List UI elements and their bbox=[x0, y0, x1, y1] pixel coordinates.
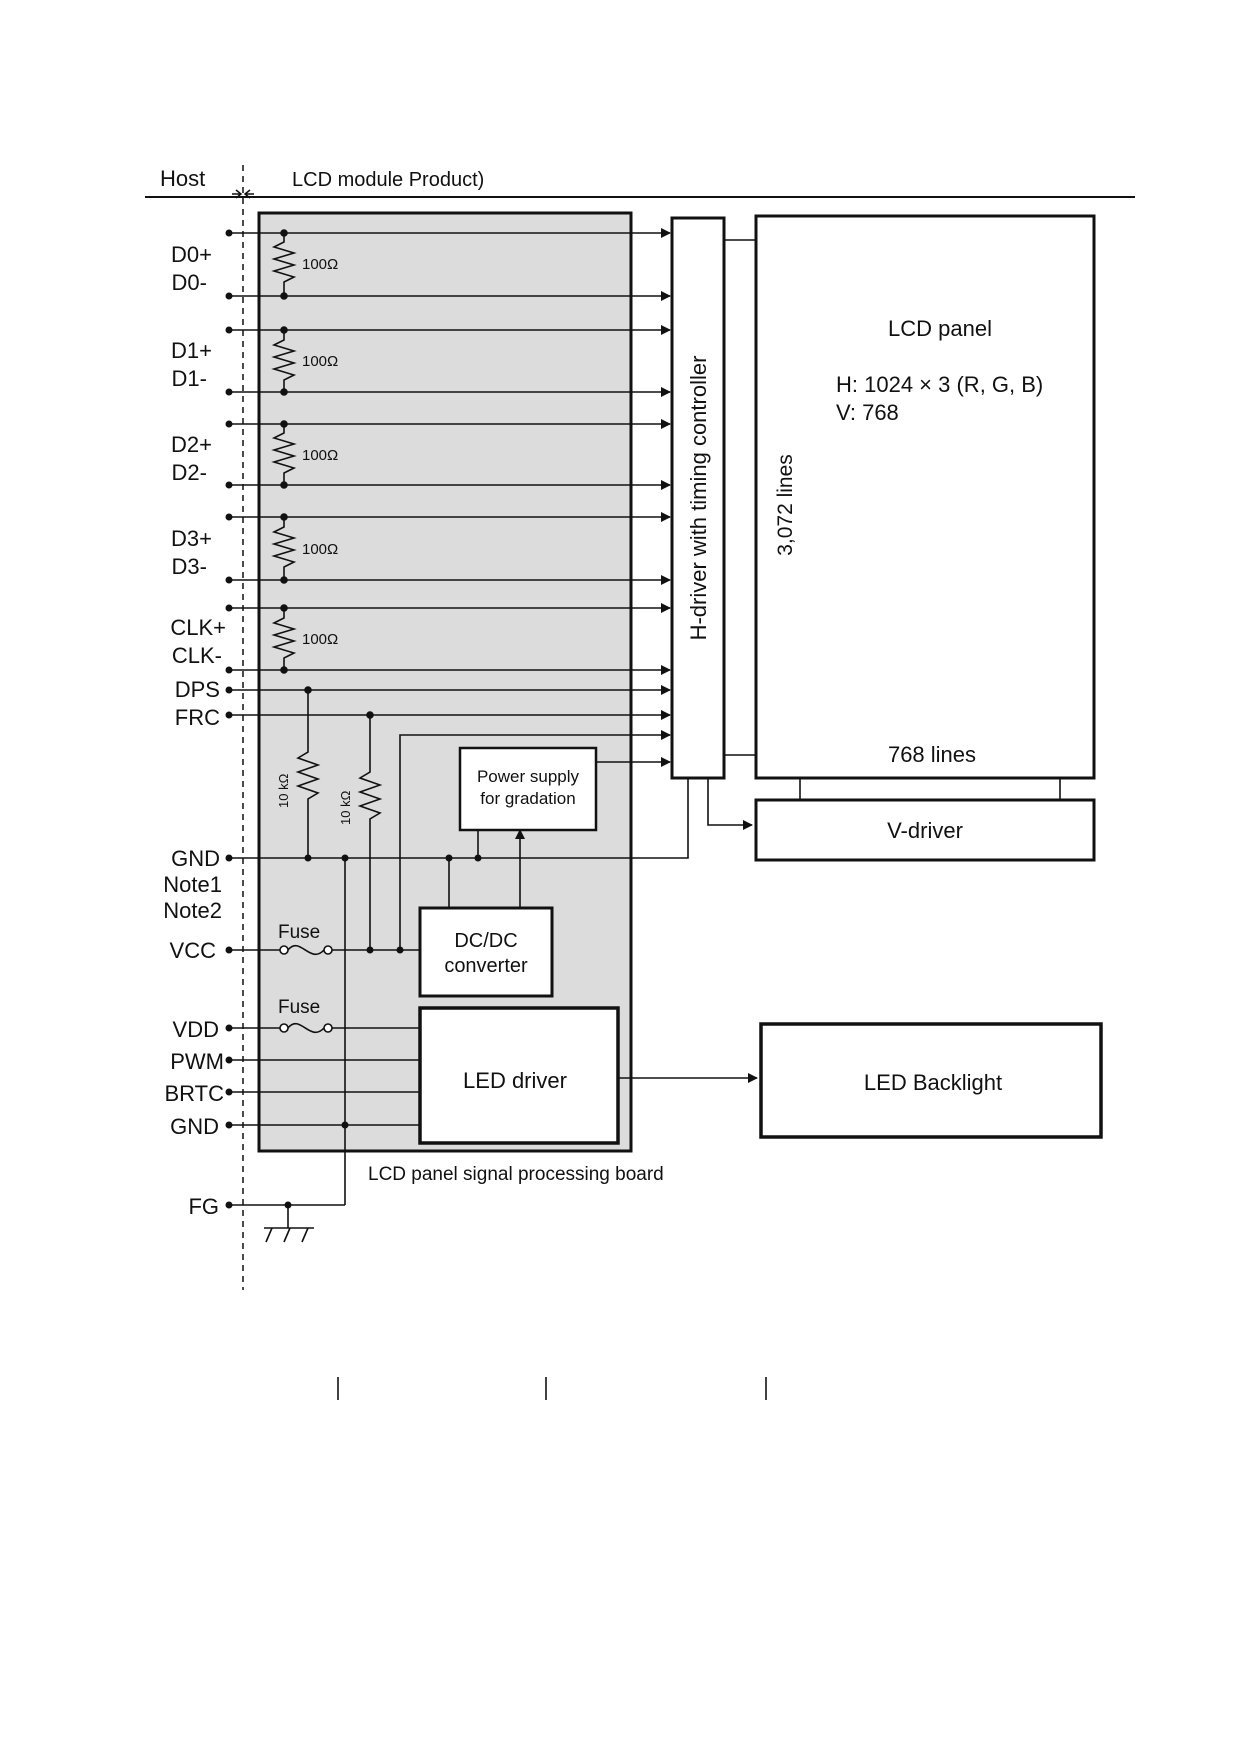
lcd-panel-block bbox=[754, 214, 1096, 780]
pin-brtc: BRTC bbox=[165, 1081, 225, 1106]
termination-resistors bbox=[271, 229, 297, 674]
lcd-panel-title: LCD panel bbox=[888, 316, 992, 341]
pin-d0n: D0- bbox=[172, 270, 207, 295]
led-driver-label: LED driver bbox=[463, 1068, 567, 1093]
pin-d0p: D0+ bbox=[171, 242, 212, 267]
led-backlight-block bbox=[759, 1022, 1103, 1139]
fuse-vdd-icon bbox=[287, 1022, 325, 1034]
scan-marks bbox=[337, 1377, 767, 1400]
fuse-vdd-label: Fuse bbox=[278, 997, 320, 1018]
resistor-d0-value: 100Ω bbox=[302, 256, 338, 273]
pin-clkn: CLK- bbox=[172, 643, 222, 668]
fuse-vdd-terminal-right bbox=[323, 1023, 333, 1033]
pin-gnd2: GND bbox=[170, 1114, 219, 1139]
resistor-d1 bbox=[271, 326, 297, 396]
boundary-arrow-left bbox=[232, 189, 243, 199]
fuse-vcc-label: Fuse bbox=[278, 922, 320, 943]
resistor-d2-value: 100Ω bbox=[302, 447, 338, 464]
gnd-junctions bbox=[304, 854, 482, 862]
pin-note1: Note1 bbox=[163, 872, 222, 897]
hdriver-panel-links bbox=[707, 239, 1061, 830]
pin-d1p: D1+ bbox=[171, 338, 212, 363]
resistor-d3-value: 100Ω bbox=[302, 541, 338, 558]
vdriver-label: V-driver bbox=[887, 818, 963, 843]
resistor-d1-value: 100Ω bbox=[302, 353, 338, 370]
vdd-network bbox=[229, 1022, 420, 1126]
module-label: LCD module Product) bbox=[292, 169, 484, 191]
resistor-d3 bbox=[271, 513, 297, 584]
fuse-vdd-terminal-left bbox=[279, 1023, 289, 1033]
gnd-network bbox=[229, 770, 689, 1205]
pin-vdd: VDD bbox=[173, 1017, 219, 1042]
pin-d1n: D1- bbox=[172, 366, 207, 391]
line-vcc-to-hdriver bbox=[399, 730, 671, 950]
power-supply-label-line2: for gradation bbox=[480, 789, 575, 808]
pin-clkp: CLK+ bbox=[170, 615, 226, 640]
lcd-panel-h-resolution: H: 1024 × 3 (R, G, B) bbox=[836, 372, 1043, 397]
dcdc-label-line2: converter bbox=[444, 955, 528, 977]
pin-fg: FG bbox=[188, 1194, 219, 1219]
pin-d2p: D2+ bbox=[171, 432, 212, 457]
boundary-arrow-right bbox=[243, 189, 254, 199]
resistor-10k-frc-value: 10 kΩ bbox=[338, 790, 353, 825]
resistor-d0 bbox=[271, 229, 297, 300]
power-supply-label-line1: Power supply bbox=[477, 767, 580, 786]
fuse-vcc-terminal-left bbox=[279, 945, 289, 955]
lcd-panel-v-resolution: V: 768 bbox=[836, 400, 899, 425]
pin-frc: FRC bbox=[175, 705, 220, 730]
fuse-vcc-icon bbox=[287, 944, 325, 956]
resistor-10k-dps bbox=[295, 690, 321, 858]
power-supply-block bbox=[458, 746, 598, 832]
fg-junction bbox=[284, 1201, 292, 1209]
pin-labels: D0+ D0- D1+ D1- D2+ D2- D3+ D3- CLK+ CLK… bbox=[163, 242, 226, 1219]
pin-d2n: D2- bbox=[172, 460, 207, 485]
led-backlight-label: LED Backlight bbox=[864, 1070, 1002, 1095]
pin-note2: Note2 bbox=[163, 898, 222, 923]
vcc-network bbox=[229, 944, 420, 956]
resistor-10k-frc bbox=[357, 715, 383, 950]
resistor-clk-value: 100Ω bbox=[302, 631, 338, 648]
pin-d3p: D3+ bbox=[171, 526, 212, 551]
resistor-10k-dps-value: 10 kΩ bbox=[276, 773, 291, 808]
pin-dps: DPS bbox=[175, 677, 220, 702]
lines-3072-label: 3,072 lines bbox=[774, 454, 797, 556]
hdriver-label: H-driver with timing controller bbox=[686, 356, 711, 641]
pull-resistors bbox=[295, 686, 383, 950]
dcdc-label-line1: DC/DC bbox=[454, 930, 517, 952]
led-driver-block bbox=[418, 1006, 620, 1145]
resistor-d2 bbox=[271, 420, 297, 489]
resistor-clk bbox=[271, 604, 297, 674]
host-label: Host bbox=[160, 166, 205, 191]
hdriver-block bbox=[670, 216, 726, 780]
signal-lines bbox=[229, 228, 671, 950]
fuse-vcc-terminal-right bbox=[323, 945, 333, 955]
board-label: LCD panel signal processing board bbox=[368, 1164, 664, 1185]
pin-d3n: D3- bbox=[172, 554, 207, 579]
gnd2-junction bbox=[341, 1121, 349, 1129]
pin-vcc: VCC bbox=[170, 938, 217, 963]
pin-pwm: PWM bbox=[170, 1049, 224, 1074]
pin-dots bbox=[225, 229, 233, 1209]
pin-gnd1: GND bbox=[171, 846, 220, 871]
fg-network bbox=[229, 1204, 345, 1243]
vcc-junctions bbox=[366, 946, 404, 954]
dcdc-converter-block bbox=[418, 906, 554, 998]
lines-768-label: 768 lines bbox=[888, 742, 976, 767]
vdriver-block bbox=[754, 798, 1096, 862]
